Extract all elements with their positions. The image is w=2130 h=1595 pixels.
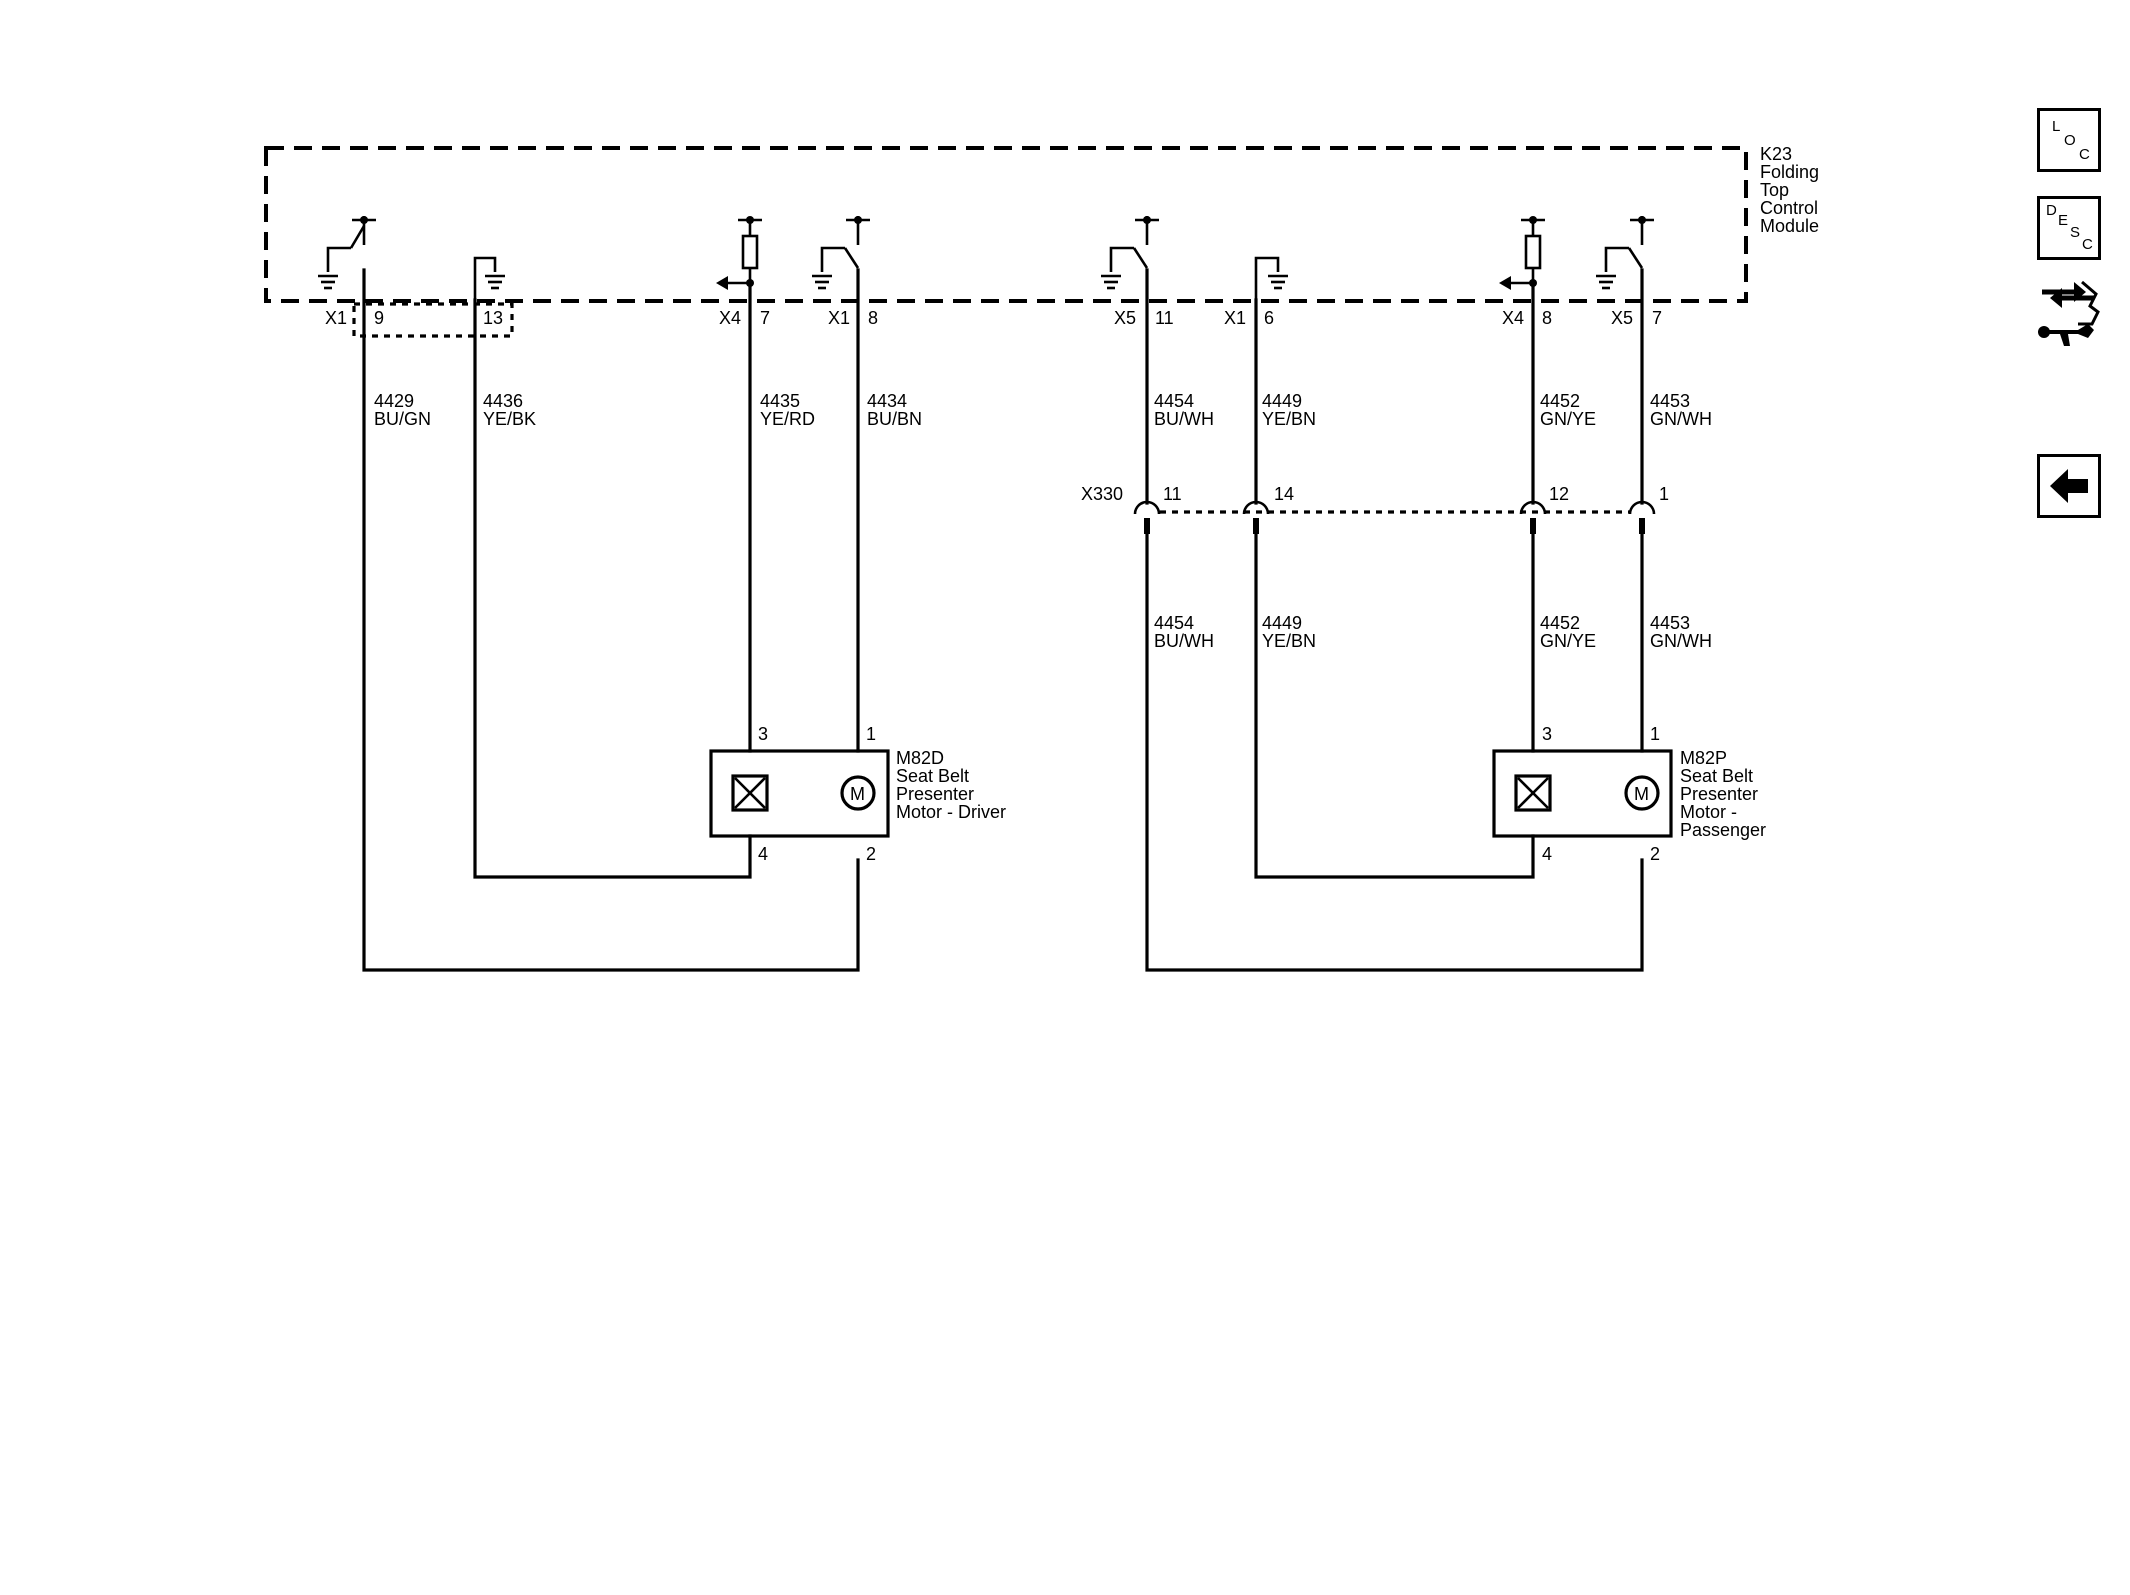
svg-text:M: M [1634, 784, 1649, 804]
svg-text:4453: 4453 [1650, 613, 1690, 633]
svg-text:4452: 4452 [1540, 391, 1580, 411]
desc-letter-s: S [2070, 224, 2081, 241]
svg-text:Passenger: Passenger [1680, 820, 1766, 840]
desc-letter-d: D [2046, 202, 2057, 219]
svg-text:4435: 4435 [760, 391, 800, 411]
svg-text:YE/RD: YE/RD [760, 409, 815, 429]
svg-text:YE/BN: YE/BN [1262, 631, 1316, 651]
svg-text:8: 8 [1542, 308, 1552, 328]
svg-text:Control: Control [1760, 198, 1818, 218]
module-internal-circuits [318, 216, 1654, 300]
svg-text:X1: X1 [828, 308, 850, 328]
loc-letter-l: L [2052, 118, 2061, 135]
svg-text:X1: X1 [1224, 308, 1246, 328]
svg-text:X330: X330 [1081, 484, 1123, 504]
svg-text:11: 11 [1155, 308, 1174, 328]
svg-text:1: 1 [1650, 724, 1660, 744]
svg-text:Motor - Driver: Motor - Driver [896, 802, 1006, 822]
svg-text:BU/WH: BU/WH [1154, 631, 1214, 651]
svg-text:X5: X5 [1611, 308, 1633, 328]
svg-text:4: 4 [1542, 844, 1552, 864]
motor-m82d: 3 1 M 4 2 M82D Seat Belt Presenter Motor… [709, 724, 1006, 864]
svg-text:2: 2 [866, 844, 876, 864]
svg-text:4452: 4452 [1540, 613, 1580, 633]
svg-text:Seat Belt: Seat Belt [1680, 766, 1753, 786]
svg-text:X4: X4 [719, 308, 741, 328]
inline-connector-x330: X330 11 14 12 1 [1081, 484, 1669, 534]
loc-button[interactable]: L O C [2037, 108, 2101, 172]
svg-text:K23: K23 [1760, 144, 1792, 164]
svg-text:6: 6 [1264, 308, 1274, 328]
module-pin-labels: X1 9 13 X4 7 X1 8 X5 11 X1 6 X4 8 X5 7 [325, 308, 1662, 328]
svg-text:GN/WH: GN/WH [1650, 409, 1712, 429]
desc-letter-c: C [2082, 236, 2093, 253]
svg-text:3: 3 [758, 724, 768, 744]
svg-text:4434: 4434 [867, 391, 907, 411]
module-boundary [264, 146, 1748, 303]
desc-letter-e: E [2058, 212, 2069, 229]
desc-button[interactable]: D E S C [2037, 196, 2101, 260]
back-button[interactable] [2037, 454, 2101, 518]
svg-text:X1: X1 [325, 308, 347, 328]
svg-text:X4: X4 [1502, 308, 1524, 328]
svg-text:Top: Top [1760, 180, 1789, 200]
loc-letter-o: O [2064, 132, 2076, 149]
svg-text:GN/YE: GN/YE [1540, 631, 1596, 651]
svg-text:4454: 4454 [1154, 613, 1194, 633]
svg-text:GN/WH: GN/WH [1650, 631, 1712, 651]
svg-text:Presenter: Presenter [1680, 784, 1758, 804]
connector-wrench-icon[interactable] [2034, 276, 2106, 356]
connector-group-x1 [352, 302, 514, 338]
driver-circuit-wires [362, 268, 860, 972]
svg-text:BU/BN: BU/BN [867, 409, 922, 429]
svg-text:M82D: M82D [896, 748, 944, 768]
svg-text:12: 12 [1549, 484, 1569, 504]
svg-text:YE/BN: YE/BN [1262, 409, 1316, 429]
svg-text:9: 9 [374, 308, 384, 328]
svg-text:Folding: Folding [1760, 162, 1819, 182]
svg-text:Seat Belt: Seat Belt [896, 766, 969, 786]
svg-text:4429: 4429 [374, 391, 414, 411]
back-arrow-icon [2050, 469, 2088, 503]
svg-text:4436: 4436 [483, 391, 523, 411]
motor-m82p: 3 1 M 4 2 M82P Seat Belt Presenter Motor… [1492, 724, 1766, 864]
svg-text:8: 8 [868, 308, 878, 328]
svg-text:4453: 4453 [1650, 391, 1690, 411]
svg-text:7: 7 [1652, 308, 1662, 328]
svg-text:13: 13 [483, 308, 503, 328]
svg-text:4449: 4449 [1262, 391, 1302, 411]
loc-letter-c: C [2079, 146, 2090, 163]
svg-text:14: 14 [1274, 484, 1294, 504]
svg-text:GN/YE: GN/YE [1540, 409, 1596, 429]
svg-text:Presenter: Presenter [896, 784, 974, 804]
module-label: K23 Folding Top Control Module [1760, 144, 1819, 236]
svg-text:M82P: M82P [1680, 748, 1727, 768]
svg-text:11: 11 [1163, 484, 1182, 504]
svg-text:BU/GN: BU/GN [374, 409, 431, 429]
svg-text:1: 1 [866, 724, 876, 744]
svg-text:4454: 4454 [1154, 391, 1194, 411]
svg-text:1: 1 [1659, 484, 1669, 504]
svg-text:4: 4 [758, 844, 768, 864]
svg-text:M: M [850, 784, 865, 804]
svg-text:4449: 4449 [1262, 613, 1302, 633]
svg-text:Module: Module [1760, 216, 1819, 236]
svg-text:YE/BK: YE/BK [483, 409, 536, 429]
svg-text:3: 3 [1542, 724, 1552, 744]
svg-text:2: 2 [1650, 844, 1660, 864]
svg-text:7: 7 [760, 308, 770, 328]
svg-text:X5: X5 [1114, 308, 1136, 328]
svg-text:BU/WH: BU/WH [1154, 409, 1214, 429]
svg-text:Motor -: Motor - [1680, 802, 1737, 822]
passenger-circuit-wires [1145, 268, 1644, 972]
